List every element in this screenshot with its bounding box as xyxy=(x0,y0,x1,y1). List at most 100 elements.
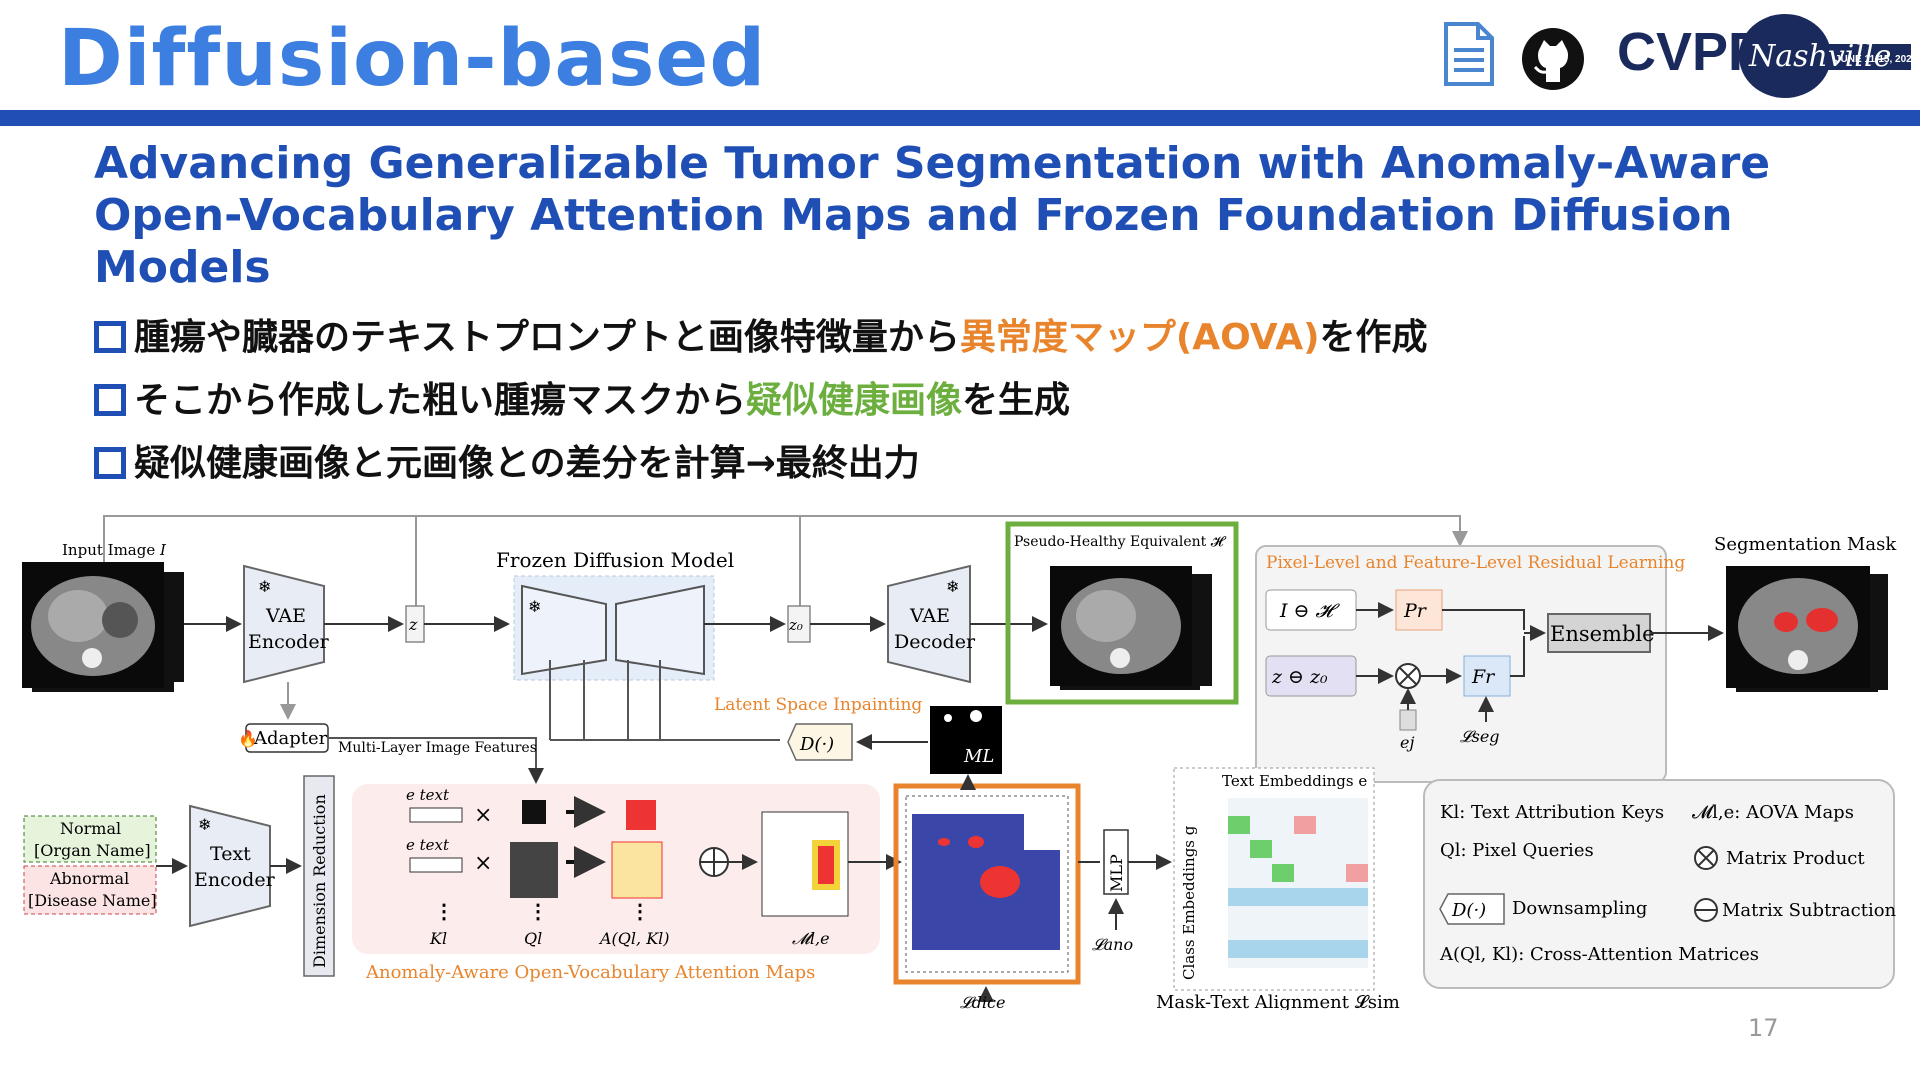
svg-text:⋮: ⋮ xyxy=(630,899,650,923)
svg-text:A(Ql, Kl): Cross-Attention Ma: A(Ql, Kl): Cross-Attention Matrices xyxy=(1439,944,1759,965)
svg-text:𝓜l,e: AOVA Maps: 𝓜l,e: AOVA Maps xyxy=(1692,802,1854,823)
svg-text:Ensemble: Ensemble xyxy=(1550,622,1655,646)
aova-title: Anomaly-Aware Open-Vocabulary Attention … xyxy=(365,962,815,983)
svg-text:×: × xyxy=(474,803,492,828)
downsample-box xyxy=(787,723,853,761)
svg-text:z ⊖ z₀: z ⊖ z₀ xyxy=(1271,666,1328,688)
aqk-label: A(Ql, Kl) xyxy=(598,929,670,948)
flame-icon: 🔥 xyxy=(238,729,258,748)
svg-text:[Disease Name]: [Disease Name] xyxy=(28,891,157,910)
snowflake-icon: ❄ xyxy=(528,597,541,616)
svg-text:e text: e text xyxy=(406,836,450,854)
svg-text:Encoder: Encoder xyxy=(194,869,276,891)
lano-label: 𝓛ano xyxy=(1092,935,1133,954)
vae-encoder-label-1: VAE xyxy=(265,605,306,627)
text-embeddings-label: Text Embeddings e xyxy=(1222,772,1367,790)
slide-title: Diffusion-based xyxy=(58,14,767,104)
svg-text:Dimension Reduction: Dimension Reduction xyxy=(310,794,329,968)
class-embeddings-label: Class Embeddings g xyxy=(1180,825,1198,980)
pseudo-healthy-frame xyxy=(1005,521,1239,705)
cvpr-logo: CVPR Nashville JUNE 11-15, 2025 xyxy=(1617,14,1915,98)
svg-text:D(·): D(·) xyxy=(1451,900,1486,921)
z0-label: z₀ xyxy=(788,616,803,634)
bullet-item: 腫瘍や臓器のテキストプロンプトと画像特徴量から異常度マップ(AOVA)を作成 xyxy=(94,310,1428,373)
ensemble-box xyxy=(1547,613,1651,653)
svg-text:Normal: Normal xyxy=(60,819,121,838)
attention-small xyxy=(626,800,656,830)
query-matrix-large xyxy=(510,842,558,898)
bullet-item: 疑似健康画像と元画像との差分を計算→最終出力 xyxy=(94,436,1428,499)
vae-decoder-block xyxy=(887,564,971,684)
document-icon[interactable] xyxy=(1442,22,1496,86)
z-label: z xyxy=(408,615,418,634)
latent-inpainting-label: Latent Space Inpainting xyxy=(714,695,922,715)
bullet-list: 腫瘍や臓器のテキストプロンプトと画像特徴量から異常度マップ(AOVA)を作成 そ… xyxy=(94,310,1428,499)
input-image-label: Input Image 𝐼 xyxy=(62,541,167,559)
coarse-mask-frame xyxy=(893,783,1081,985)
kl-label: Kl xyxy=(429,929,447,948)
github-icon[interactable] xyxy=(1520,26,1586,92)
svg-text:Adapter: Adapter xyxy=(253,728,328,749)
svg-text:MLP: MLP xyxy=(1107,854,1126,892)
dim-reduction-block xyxy=(303,775,335,977)
query-matrix-small xyxy=(522,800,546,824)
diffusion-decoder-block xyxy=(615,584,705,676)
attention-large xyxy=(611,841,663,899)
svg-text:Matrix Subtraction: Matrix Subtraction xyxy=(1722,900,1897,921)
checkbox-bullet-icon xyxy=(94,321,126,353)
svg-text:[Organ Name]: [Organ Name] xyxy=(34,841,151,860)
checkbox-bullet-icon xyxy=(94,447,126,479)
multi-layer-label: Multi-Layer Image Features xyxy=(338,740,537,756)
lseg-label: 𝓛seg xyxy=(1460,727,1500,746)
vae-decoder-label-1: VAE xyxy=(909,605,950,627)
ml-mask-image xyxy=(930,706,1002,774)
svg-text:Pr: Pr xyxy=(1403,600,1428,622)
segmentation-mask-label: Segmentation Mask xyxy=(1714,534,1897,555)
svg-text:ML: ML xyxy=(963,746,994,767)
input-ct-image xyxy=(22,562,184,692)
svg-text:JUNE 11-15, 2025: JUNE 11-15, 2025 xyxy=(1835,54,1915,65)
svg-text:I ⊖ 𝓗: I ⊖ 𝓗 xyxy=(1279,600,1341,622)
svg-text:Kl: Text Attribution Keys: Kl: Text Attribution Keys xyxy=(1440,802,1664,823)
downsample-legend-icon xyxy=(1439,893,1505,925)
pr-box xyxy=(1395,589,1443,631)
svg-text:D(·): D(·) xyxy=(799,734,834,755)
svg-text:Fr: Fr xyxy=(1471,666,1496,688)
segmentation-mask-image xyxy=(1726,566,1888,692)
svg-text:Ql: Pixel Queries: Ql: Pixel Queries xyxy=(1440,840,1594,861)
snowflake-icon: ❄ xyxy=(258,577,271,596)
page-number: 17 xyxy=(1748,1014,1779,1042)
paper-title: Advancing Generalizable Tumor Segmentati… xyxy=(94,138,1771,293)
fr-box xyxy=(1463,655,1511,697)
vae-encoder-block xyxy=(243,564,325,684)
text-encoder-block xyxy=(189,804,271,928)
mask-text-label: Mask-Text Alignment 𝓛sim xyxy=(1156,992,1400,1010)
residual-learning-title: Pixel-Level and Feature-Level Residual L… xyxy=(1266,553,1685,573)
svg-text:Matrix Product: Matrix Product xyxy=(1726,848,1865,869)
svg-text:Abnormal: Abnormal xyxy=(49,869,129,888)
checkbox-bullet-icon xyxy=(94,384,126,416)
svg-text:Downsampling: Downsampling xyxy=(1512,898,1647,919)
svg-text:e text: e text xyxy=(406,786,450,804)
normal-prompt-box xyxy=(23,815,157,863)
ej-label: ej xyxy=(1400,733,1414,752)
pseudo-healthy-ct-image xyxy=(1050,566,1212,690)
frozen-diffusion-label: Frozen Diffusion Model xyxy=(496,548,734,572)
legend-panel xyxy=(1423,779,1895,989)
mlp-block xyxy=(1103,829,1129,895)
svg-text:Nashville: Nashville xyxy=(1748,39,1891,74)
ql-label: Ql xyxy=(524,929,542,948)
vae-decoder-label-2: Decoder xyxy=(894,631,976,653)
vae-encoder-label-2: Encoder xyxy=(248,631,330,653)
svg-text:Text: Text xyxy=(210,843,251,865)
pseudo-healthy-label: Pseudo-Healthy Equivalent 𝓗 xyxy=(1014,534,1227,550)
snowflake-icon: ❄ xyxy=(946,577,959,596)
bullet-item: そこから作成した粗い腫瘍マスクから疑似健康画像を生成 xyxy=(94,373,1428,436)
header-rule xyxy=(0,110,1920,126)
svg-text:×: × xyxy=(474,851,492,876)
svg-text:⋮: ⋮ xyxy=(434,899,454,923)
method-diagram: Input Image 𝐼 ❄ VAE Encoder z Frozen Dif… xyxy=(22,515,1897,1010)
diffusion-encoder-block xyxy=(521,584,607,676)
svg-text:⋮: ⋮ xyxy=(528,899,548,923)
ldice-label: 𝓛dice xyxy=(960,993,1005,1010)
